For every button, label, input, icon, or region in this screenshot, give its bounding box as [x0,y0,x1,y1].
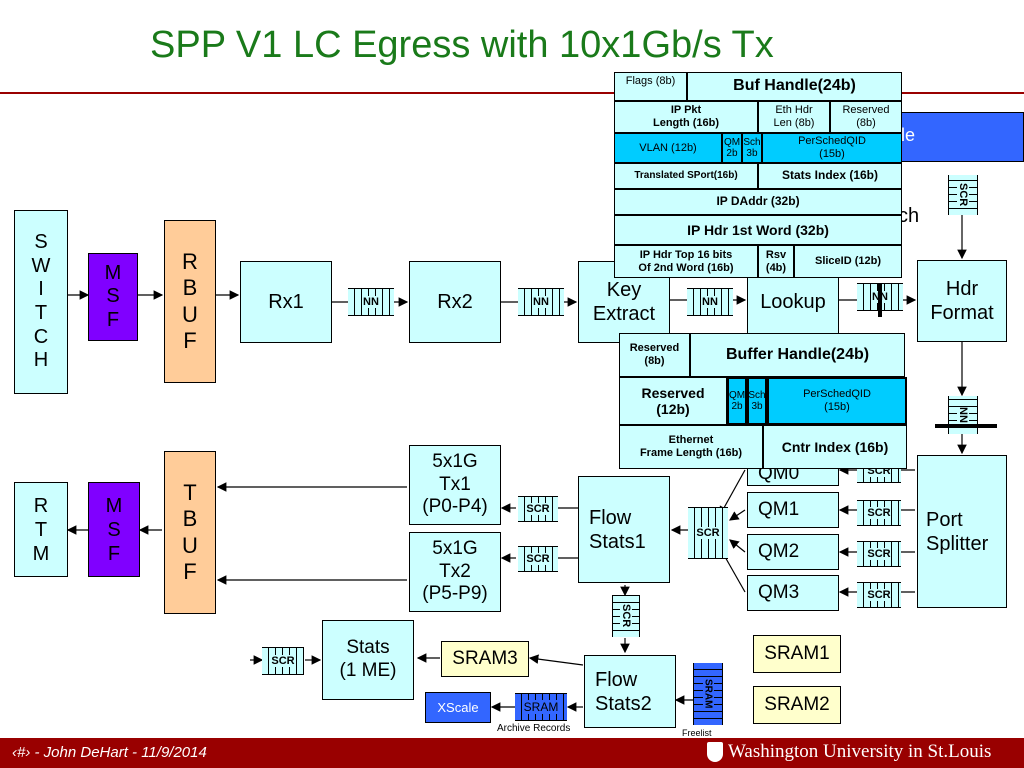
scr-ring-tx2-label: SCR [526,553,550,565]
bottom-sch-field: Sch 3b [747,377,767,425]
top-stats-index-field: Stats Index (16b) [758,163,902,189]
tx1-block: 5x1G Tx1 (P0-P4) [409,445,501,525]
scr-ring-ps2-label: SCR [867,548,891,560]
hidden-blue-box-text: le [901,125,916,145]
nn-ring-1: NN [348,288,394,316]
top-qm-field: QM 2b [722,133,742,163]
top-eth-hdr-field: Eth Hdr Len (8b) [758,101,830,133]
bottom-buffer-handle-field: Buffer Handle(24b) [690,333,905,377]
rbuf-block: R B U F [164,220,216,383]
top-sch-field: Sch 3b [742,133,762,163]
tx2-block: 5x1G Tx2 (P5-P9) [409,532,501,612]
scr-ring-qm: SCR [688,507,728,559]
footer-right-text: Washington University in St.Louis [728,741,992,762]
sram-ring-archive: SRAM [515,693,567,721]
top-translated-sport-field: Translated SPort(16b) [614,163,758,189]
scr-ring-tx1: SCR [518,496,558,522]
title-rule [0,92,1024,94]
hdr-format-block: Hdr Format [917,260,1007,342]
top-field-table: Flags (8b) Buf Handle(24b) IP Pkt Length… [614,72,902,278]
sram3-block: SRAM3 [441,641,529,677]
bottom-ethernet-field: Ethernet Frame Length (16b) [619,425,763,469]
top-perschedqid-field: PerSchedQID (15b) [762,133,902,163]
top-flags-field: Flags (8b) [614,72,687,101]
scr-ring-ps3: SCR [857,582,901,608]
top-ip-hdr-top-field: IP Hdr Top 16 bits Of 2nd Word (16b) [614,245,758,278]
top-rsv-field: Rsv (4b) [758,245,794,278]
flow-stats1-block: Flow Stats1 [578,476,670,583]
qm3-block: QM3 [747,575,839,611]
msf-top-block: M S F [88,253,138,341]
nn-ring-2-label: NN [533,296,549,308]
bottom-reserved12-field: Reserved (12b) [619,377,727,425]
sram-ring-freelist-label: SRAM [702,679,714,709]
scr-ring-top-right-label: SCR [957,183,969,207]
scr-ring-flowstats-vertical: SCR [612,595,640,637]
scr-ring-ps2: SCR [857,541,901,567]
bottom-qm-field: QM 2b [727,377,747,425]
msf-bottom-block: M S F [88,482,140,577]
sram-ring-freelist: SRAM [693,663,723,725]
scr-ring-ps1-label: SCR [867,507,891,519]
university-shield-icon [707,742,723,762]
partial-text-ch: ch [898,205,920,227]
nn-ring-vertical-bar [935,424,997,428]
bottom-cntr-index-field: Cntr Index (16b) [763,425,907,469]
scr-ring-ps3-label: SCR [867,589,891,601]
qm2-block: QM2 [747,534,839,570]
nn-ring-3-label: NN [702,296,718,308]
freelist-label: Freelist [682,728,712,738]
top-ip-pkt-field: IP Pkt Length (16b) [614,101,758,133]
hidden-blue-box: le [880,112,1024,162]
top-buf-handle-field: Buf Handle(24b) [687,72,902,101]
top-ip-hdr-word-field: IP Hdr 1st Word (32b) [614,215,902,245]
archive-records-label: Archive Records [497,723,571,734]
nn-ring-vertical: NN [948,396,978,434]
scr-ring-stats-label: SCR [271,655,295,667]
nn-ring-2: NN [518,288,564,316]
top-reserved-field: Reserved (8b) [830,101,902,133]
nn-ring-4-bar [878,283,882,317]
bottom-reserved8-field: Reserved (8b) [619,333,690,377]
scr-ring-tx2: SCR [518,546,558,572]
rtm-block: R T M [14,482,68,577]
nn-ring-vertical-label: NN [957,407,969,423]
bottom-field-table: Reserved (8b) Buffer Handle(24b) Reserve… [619,333,907,469]
sram-ring-archive-label: SRAM [523,700,559,714]
slide-title: SPP V1 LC Egress with 10x1Gb/s Tx [150,24,774,66]
footer-bar: ‹#› - John DeHart - 11/9/2014 Washington… [0,738,1024,768]
top-vlan-field: VLAN (12b) [614,133,722,163]
rx1-block: Rx1 [240,261,332,343]
sram2-block: SRAM2 [753,686,841,724]
bottom-perschedqid-field: PerSchedQID (15b) [767,377,907,425]
stats-block: Stats (1 ME) [322,620,414,700]
scr-ring-qm-label: SCR [696,527,720,539]
nn-ring-3: NN [687,288,733,316]
rx2-block: Rx2 [409,261,501,343]
qm1-block: QM1 [747,492,839,528]
flow-stats2-block: Flow Stats2 [584,655,676,728]
top-sliceid-field: SliceID (12b) [794,245,902,278]
sram1-block: SRAM1 [753,635,841,673]
top-ip-hdr-word-label: IP Hdr 1st Word (32b) [687,221,829,238]
scr-ring-stats: SCR [262,647,304,675]
top-ip-daddr-field: IP DAddr (32b) [614,189,902,215]
scr-ring-top-right: SCR [948,175,978,215]
footer-left-text: ‹#› - John DeHart - 11/9/2014 [12,744,207,761]
switch-block: S W I T C H [14,210,68,394]
scr-ring-tx1-label: SCR [526,503,550,515]
port-splitter-block: Port Splitter [917,455,1007,608]
tbuf-block: T B U F [164,451,216,614]
scr-ring-flowstats-vertical-label: SCR [620,604,632,628]
xscale-block: XScale [425,692,491,723]
scr-ring-ps1: SCR [857,500,901,526]
nn-ring-1-label: NN [363,296,379,308]
